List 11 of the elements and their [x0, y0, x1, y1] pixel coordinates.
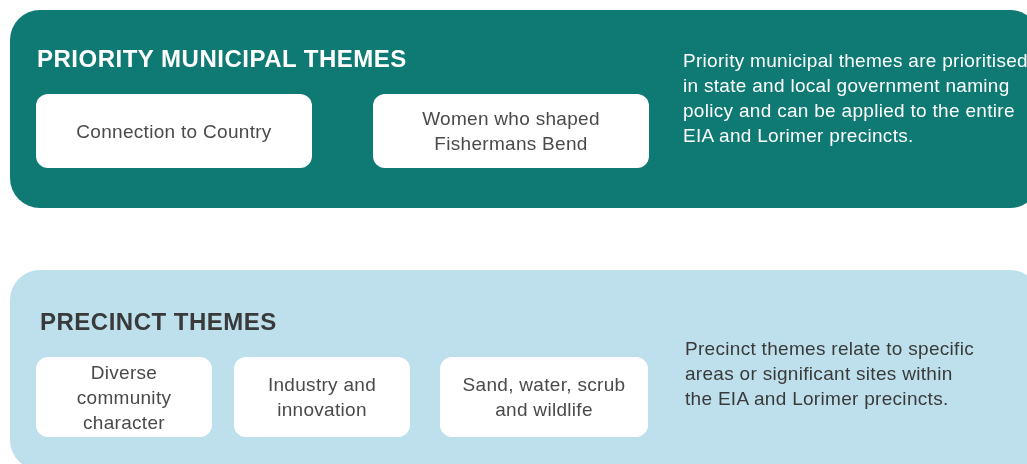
theme-card: Industry and innovation: [234, 357, 410, 437]
theme-card: Diverse community character: [36, 357, 212, 437]
theme-card: Women who shaped Fishermans Bend: [373, 94, 649, 168]
theme-panel: [10, 270, 1027, 464]
panel-heading: PRIORITY MUNICIPAL THEMES: [37, 45, 407, 73]
theme-panel: [10, 10, 1027, 208]
panel-description: Priority municipal themes are prioritised in state and local government naming policy and can be applied to the entire EIA and Lorimer precincts.: [683, 49, 1027, 148]
theme-card: Sand, water, scrub and wildlife: [440, 357, 648, 437]
theme-card: Connection to Country: [36, 94, 312, 168]
panel-description: Precinct themes relate to specific areas or significant sites within the EIA and Lorimer precincts.: [685, 337, 975, 411]
panel-heading: PRECINCT THEMES: [40, 308, 277, 336]
